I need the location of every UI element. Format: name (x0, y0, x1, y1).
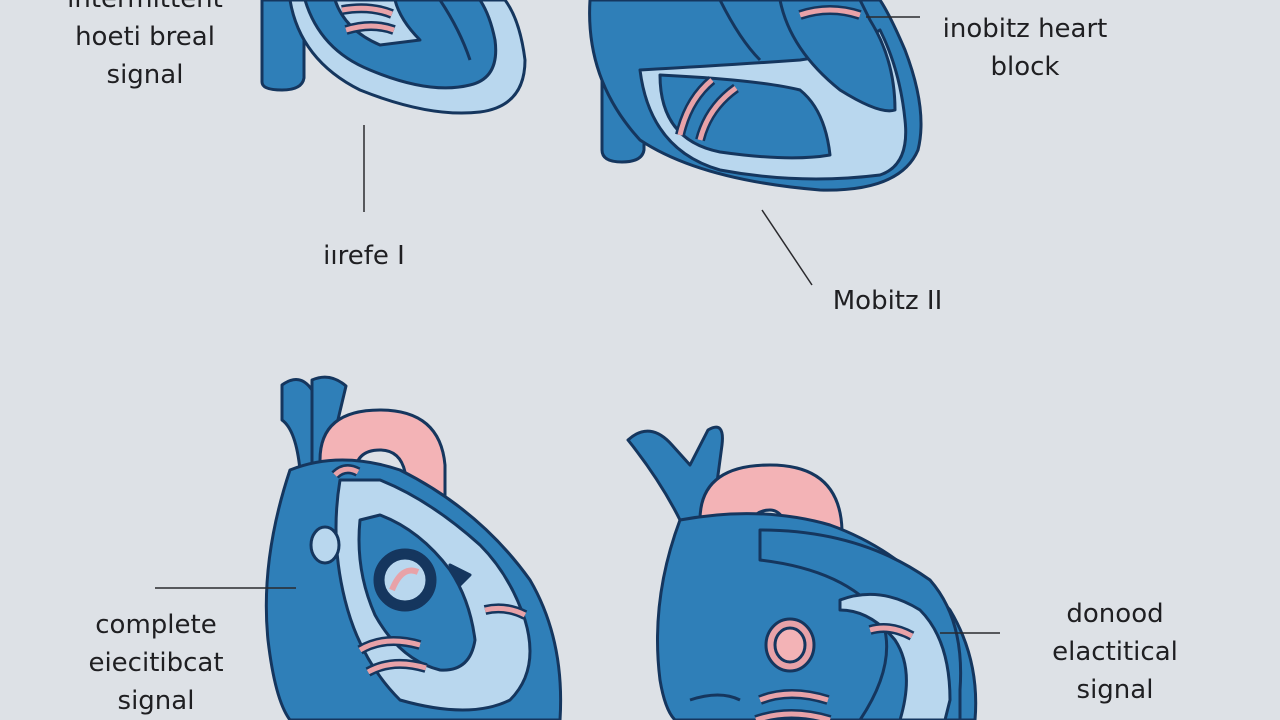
leader-line-middle-right (761, 209, 813, 286)
label-bottom-right: donood elactitical signal (1015, 595, 1215, 709)
label-top-left-line1: intermittent (40, 0, 250, 18)
label-top-right-line1: inobitz heart (942, 14, 1108, 44)
label-bottom-right-line1: donood (1066, 599, 1164, 629)
label-middle-left-line1: iırefe I (323, 241, 405, 271)
label-top-right: inobitz heart block (920, 10, 1130, 86)
heart-bottom-right (626, 425, 978, 720)
label-bottom-left: complete eiecitibcat signal (56, 606, 256, 720)
label-middle-left: iırefe I (284, 237, 444, 275)
label-top-left-line2: hoeti breal (75, 22, 215, 52)
label-top-right-line2: block (990, 52, 1060, 82)
label-bottom-left-line1: complete (95, 610, 217, 640)
heart-bottom-left (264, 375, 563, 720)
label-top-left: intermittent hoeti breal signal (40, 0, 250, 94)
label-bottom-left-line3: signal (117, 686, 195, 716)
label-bottom-left-line2: eiecitibcat (88, 648, 224, 678)
label-middle-right: Mobitz II (800, 282, 975, 320)
heart-top-left (260, 0, 527, 115)
label-top-left-line3: signal (106, 60, 184, 90)
label-middle-right-line1: Mobitz II (832, 286, 943, 316)
label-bottom-right-line3: signal (1076, 675, 1154, 705)
label-bottom-right-line2: elactitical (1052, 637, 1178, 667)
heart-top-right (588, 0, 923, 192)
leader-lines (155, 16, 1000, 634)
